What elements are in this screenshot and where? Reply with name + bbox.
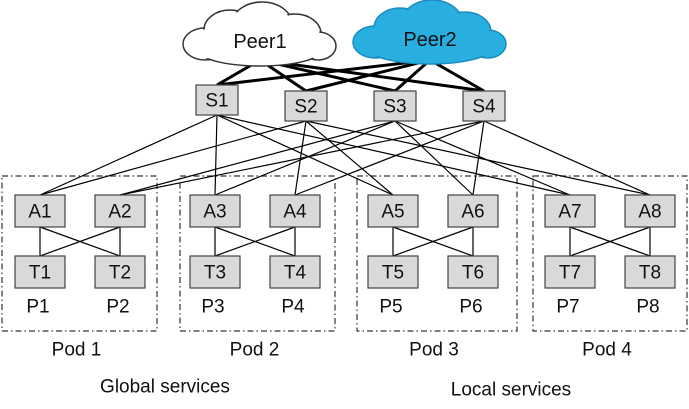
agg-label-a7: A7 <box>558 202 581 223</box>
s4-to-a6-link <box>472 120 485 196</box>
prefix-label-p4: P4 <box>281 297 305 318</box>
agg-label-a2: A2 <box>108 202 131 223</box>
agg-label-a6: A6 <box>461 202 484 223</box>
prefix-label-p8: P8 <box>636 297 659 318</box>
agg-label-a4: A4 <box>283 202 307 223</box>
tor-label-t3: T3 <box>204 263 226 284</box>
spine-label-s4: S4 <box>472 97 496 118</box>
tor-label-t2: T2 <box>109 263 131 284</box>
tor-label-t5: T5 <box>382 263 404 284</box>
peer2-to-s3-link <box>394 58 431 93</box>
tor-switch-t2 <box>94 255 146 289</box>
spine-switch-s1 <box>195 84 239 116</box>
peer2-to-s1-link <box>216 58 431 87</box>
global-services-label: Global services <box>100 377 230 398</box>
pod1-label: Pod 1 <box>52 340 102 361</box>
agg-switch-a7 <box>544 194 596 228</box>
peer2-label: Peer2 <box>403 29 456 51</box>
pod-boundary-4 <box>532 175 688 332</box>
peer2-to-s2-link <box>305 58 431 93</box>
agg-switch-a8 <box>624 194 676 228</box>
pod4-label: Pod 4 <box>582 340 632 361</box>
tor-switch-t7 <box>544 255 596 289</box>
pod2-agg2-to-tor1-link <box>214 226 296 257</box>
agg-switch-a2 <box>94 194 146 228</box>
pod2-label: Pod 2 <box>230 340 280 361</box>
tor-label-t1: T1 <box>29 263 51 284</box>
s4-to-a8-link <box>483 120 651 196</box>
peer2-cloud <box>352 0 507 65</box>
tor-switch-t4 <box>269 255 321 289</box>
spine-switch-s3 <box>373 90 417 122</box>
s1-to-a3-link <box>214 114 218 196</box>
s2-to-a5-link <box>305 120 394 196</box>
agg-label-a5: A5 <box>381 202 404 223</box>
pod-boundary-2 <box>179 175 336 332</box>
agg-label-a3: A3 <box>203 202 226 223</box>
peer1-cloud <box>182 1 337 67</box>
s1-to-a1-link <box>39 114 218 196</box>
s1-to-a5-link <box>216 114 394 196</box>
local-services-label: Local services <box>451 380 571 401</box>
prefix-label-p2: P2 <box>106 297 129 318</box>
prefix-label-p5: P5 <box>379 297 402 318</box>
tor-switch-t8 <box>624 255 676 289</box>
peer1-label: Peer1 <box>233 31 286 53</box>
agg-switch-a4 <box>269 194 321 228</box>
agg-switch-a3 <box>189 194 241 228</box>
s3-to-a2-link <box>119 120 396 196</box>
prefix-label-p3: P3 <box>201 297 224 318</box>
prefix-label-p1: P1 <box>26 297 49 318</box>
spine-label-s3: S3 <box>383 97 406 118</box>
tor-switch-t3 <box>189 255 241 289</box>
pod3-label: Pod 3 <box>409 340 459 361</box>
tor-label-t4: T4 <box>284 263 307 284</box>
tor-label-t6: T6 <box>462 263 484 284</box>
s4-to-a4-link <box>294 120 485 196</box>
tor-switch-t6 <box>447 255 499 289</box>
agg-label-a1: A1 <box>28 202 51 223</box>
s3-to-a6-link <box>394 120 474 196</box>
agg-switch-a5 <box>367 194 419 228</box>
s4-to-a2-link <box>119 120 485 196</box>
spine-label-s2: S2 <box>294 97 317 118</box>
spine-switch-s4 <box>462 90 506 122</box>
s1-to-a7-link <box>216 114 571 196</box>
pod1-agg2-to-tor1-link <box>39 226 121 257</box>
tor-label-t7: T7 <box>559 263 581 284</box>
prefix-label-p7: P7 <box>556 297 579 318</box>
agg-switch-a1 <box>14 194 66 228</box>
spine-label-s1: S1 <box>205 91 228 112</box>
tor-switch-t1 <box>14 255 66 289</box>
agg-label-a8: A8 <box>638 202 661 223</box>
tor-switch-t5 <box>367 255 419 289</box>
spine-switch-s2 <box>284 90 328 122</box>
pod-boundary-1 <box>1 175 158 332</box>
s2-to-a1-link <box>39 120 307 196</box>
tor-label-t8: T8 <box>639 263 661 284</box>
peer2-to-s4-link <box>429 58 485 93</box>
agg-switch-a6 <box>447 194 499 228</box>
pod-boundary-3 <box>356 175 518 332</box>
pod3-agg2-to-tor1-link <box>392 226 474 257</box>
pod4-agg2-to-tor1-link <box>569 226 651 257</box>
prefix-label-p6: P6 <box>459 297 482 318</box>
